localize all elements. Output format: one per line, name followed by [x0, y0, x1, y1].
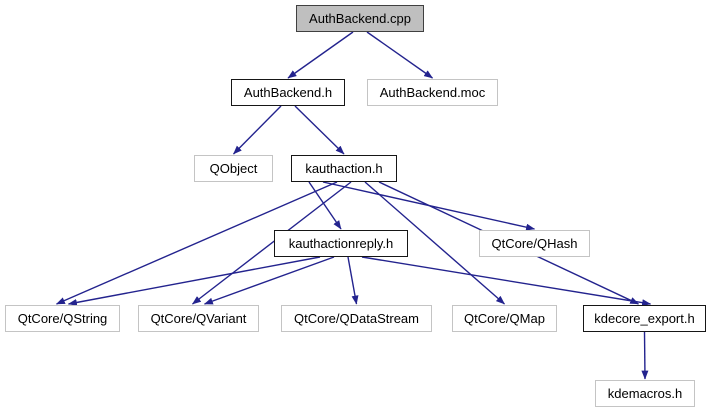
- graph-edge-kdecore-export-h-to-kdemacros-h: [641, 331, 649, 380]
- graph-edge-kauthaction-h-to-qtcore-qstring: [55, 181, 338, 305]
- graph-node-authbackend-cpp[interactable]: AuthBackend.cpp: [296, 5, 424, 32]
- graph-edge-kauthactionreply-h-to-qtcore-qvariant: [203, 256, 335, 305]
- graph-node-label: kauthaction.h: [305, 161, 383, 176]
- graph-edge-kauthaction-h-to-kauthactionreply-h: [308, 181, 342, 230]
- graph-node-label: QtCore/QString: [17, 311, 108, 326]
- graph-edge-authbackend-cpp-to-authbackend-moc: [366, 31, 433, 79]
- graph-node-qtcore-qstring[interactable]: QtCore/QString: [5, 305, 120, 332]
- graph-node-qtcore-qmap[interactable]: QtCore/QMap: [452, 305, 557, 332]
- graph-node-label: AuthBackend.moc: [379, 85, 486, 100]
- graph-node-label: AuthBackend.h: [243, 85, 333, 100]
- graph-edge-kauthactionreply-h-to-qtcore-qstring: [67, 256, 321, 306]
- graph-edge-authbackend-h-to-qobject: [233, 105, 282, 155]
- graph-node-qtcore-qdatastream[interactable]: QtCore/QDataStream: [281, 305, 432, 332]
- graph-edge-authbackend-cpp-to-authbackend-h: [287, 31, 354, 79]
- graph-node-kdemacros-h[interactable]: kdemacros.h: [595, 380, 695, 407]
- graph-node-label: kdecore_export.h: [594, 311, 695, 326]
- graph-node-qtcore-qhash[interactable]: QtCore/QHash: [479, 230, 590, 257]
- graph-node-label: kauthactionreply.h: [288, 236, 394, 251]
- graph-node-label: QtCore/QDataStream: [294, 311, 419, 326]
- graph-node-qobject[interactable]: QObject: [194, 155, 273, 182]
- graph-edge-authbackend-h-to-kauthaction-h: [294, 105, 345, 155]
- graph-node-label: QtCore/QVariant: [150, 311, 247, 326]
- graph-node-authbackend-moc[interactable]: AuthBackend.moc: [367, 79, 498, 106]
- graph-node-label: AuthBackend.cpp: [309, 11, 411, 26]
- graph-node-kdecore-export-h[interactable]: kdecore_export.h: [583, 305, 706, 332]
- graph-edge-kauthactionreply-h-to-kdecore-export-h: [361, 256, 652, 307]
- graph-edge-kauthaction-h-to-qtcore-qmap: [364, 181, 505, 305]
- graph-node-authbackend-h[interactable]: AuthBackend.h: [231, 79, 345, 106]
- graph-node-qtcore-qvariant[interactable]: QtCore/QVariant: [138, 305, 259, 332]
- graph-edge-kauthaction-h-to-qtcore-qvariant: [192, 181, 352, 305]
- graph-node-label: QtCore/QHash: [491, 236, 578, 251]
- graph-node-label: QObject: [209, 161, 258, 176]
- graph-node-kauthactionreply-h[interactable]: kauthactionreply.h: [274, 230, 408, 257]
- graph-node-label: kdemacros.h: [607, 386, 683, 401]
- graph-node-label: QtCore/QMap: [464, 311, 545, 326]
- graph-edge-kauthactionreply-h-to-qtcore-qdatastream: [347, 256, 359, 305]
- graph-node-kauthaction-h[interactable]: kauthaction.h: [291, 155, 397, 182]
